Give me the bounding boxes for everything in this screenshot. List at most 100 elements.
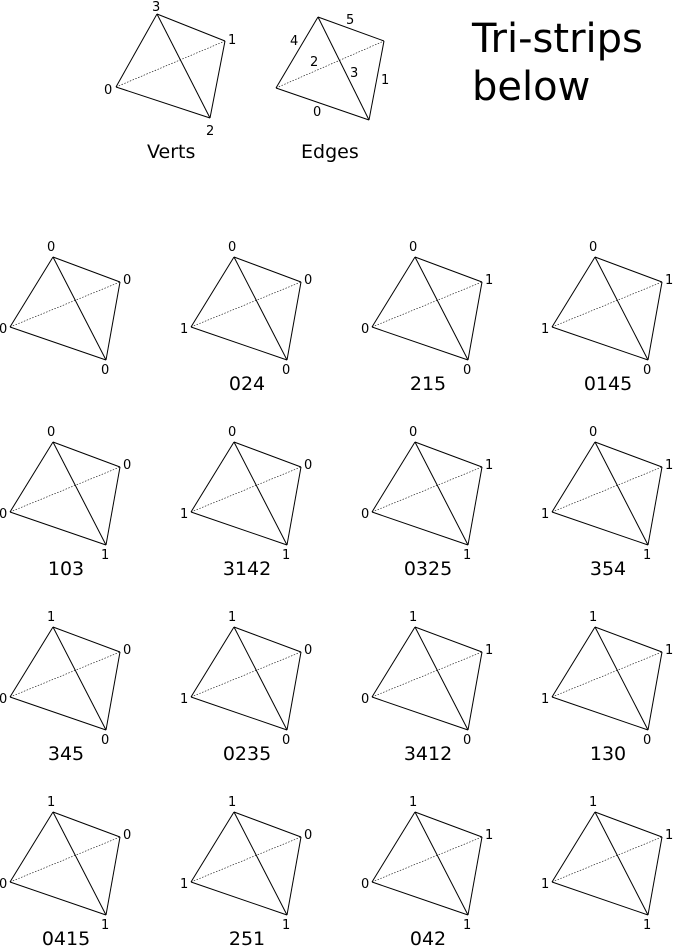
edge-line: [233, 811, 288, 916]
corner-label-right: 0: [304, 828, 312, 843]
edge-line: [156, 13, 211, 119]
edge-line: [286, 466, 302, 546]
edge-line: [52, 256, 107, 361]
verts-caption: Verts: [147, 141, 195, 163]
corner-label-left: 0: [0, 322, 7, 337]
edge-line: [9, 511, 107, 546]
edge-line: [52, 256, 121, 283]
strip-code-label: 0415: [42, 928, 90, 946]
hidden-edge-line: [371, 281, 483, 328]
edge-line: [551, 441, 596, 513]
edge-line: [52, 441, 121, 468]
edge-line: [9, 696, 107, 731]
edge-line: [371, 256, 416, 328]
edge-line: [233, 441, 302, 468]
corner-label-bottom: 1: [101, 918, 109, 933]
corner-label-right: 0: [304, 273, 312, 288]
corner-label-top: 0: [409, 425, 417, 440]
edge-line: [52, 811, 107, 916]
strip-code-label: 042: [410, 928, 446, 946]
edge-label-2: 2: [310, 55, 318, 70]
edge-line: [551, 626, 596, 698]
strip-code-label: 024: [229, 373, 265, 395]
edge-line: [190, 441, 235, 513]
edge-line: [414, 441, 469, 546]
corner-label-right: 1: [485, 458, 493, 473]
edge-line: [368, 40, 385, 121]
corner-label-right: 0: [123, 643, 131, 658]
corner-label-top: 1: [589, 795, 597, 810]
hidden-edge-line: [551, 836, 663, 883]
title-line-2: below: [472, 64, 590, 110]
edge-line: [52, 626, 121, 653]
edge-line: [647, 466, 663, 546]
edge-label-0: 0: [313, 105, 321, 120]
edge-line: [414, 811, 469, 916]
corner-label-left: 0: [361, 692, 369, 707]
corner-label-right: 0: [304, 458, 312, 473]
corner-label-bottom: 0: [643, 733, 651, 748]
corner-label-bottom: 0: [282, 363, 290, 378]
corner-label-left: 0: [361, 877, 369, 892]
hidden-edge-line: [9, 281, 121, 328]
corner-label-left: 1: [180, 877, 188, 892]
corner-label-top: 1: [228, 610, 236, 625]
hidden-edge-line: [190, 466, 302, 513]
edge-line: [594, 256, 663, 283]
edge-line: [9, 441, 54, 513]
edge-label-5: 5: [346, 13, 354, 28]
corner-label-bottom: 1: [282, 548, 290, 563]
corner-label-top: 1: [47, 795, 55, 810]
corner-label-right: 1: [665, 273, 673, 288]
hidden-edge-line: [9, 651, 121, 698]
vertex-label-1: 1: [228, 33, 236, 48]
edge-line: [647, 651, 663, 731]
edge-line: [414, 626, 469, 731]
hidden-edge-line: [190, 281, 302, 328]
corner-label-top: 1: [589, 610, 597, 625]
corner-label-bottom: 0: [643, 363, 651, 378]
strip-code-label: 0145: [584, 373, 632, 395]
corner-label-bottom: 1: [463, 918, 471, 933]
strip-code-label: 3142: [223, 558, 271, 580]
edge-line: [414, 256, 483, 283]
edge-line: [190, 881, 288, 916]
strip-code-label: 215: [410, 373, 446, 395]
edge-line: [371, 511, 469, 546]
edge-line: [551, 696, 649, 731]
corner-label-right: 0: [123, 458, 131, 473]
hidden-edge-line: [551, 281, 663, 328]
edge-line: [594, 811, 649, 916]
corner-label-bottom: 0: [282, 733, 290, 748]
strip-code-label: 345: [48, 743, 84, 765]
corner-label-right: 1: [665, 458, 673, 473]
edge-line: [286, 836, 302, 916]
edge-line: [9, 326, 107, 361]
corner-label-right: 0: [123, 273, 131, 288]
hidden-edge-line: [9, 466, 121, 513]
hidden-edge-line: [551, 651, 663, 698]
edge-line: [594, 626, 649, 731]
edge-line: [105, 651, 121, 731]
edge-line: [190, 626, 235, 698]
corner-label-top: 0: [47, 240, 55, 255]
corner-label-left: 0: [0, 692, 7, 707]
corner-label-right: 1: [485, 828, 493, 843]
hidden-edge-line: [371, 651, 483, 698]
edge-line: [286, 281, 302, 361]
edge-line: [647, 836, 663, 916]
edge-line: [317, 16, 370, 121]
edge-line: [647, 281, 663, 361]
corner-label-right: 0: [123, 828, 131, 843]
corner-label-top: 0: [589, 240, 597, 255]
hidden-edge-line: [190, 651, 302, 698]
